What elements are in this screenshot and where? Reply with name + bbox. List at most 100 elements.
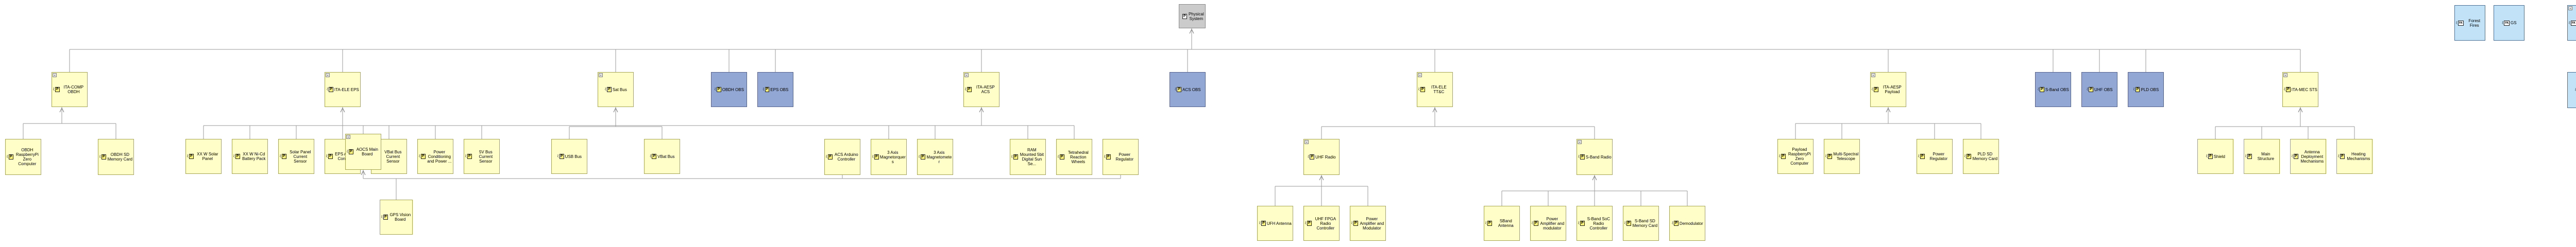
collapse-button[interactable]: - bbox=[599, 73, 603, 78]
node-label: GPS Vision Board bbox=[389, 213, 411, 222]
node-label: ITA-ELE TT&C bbox=[1431, 85, 1447, 94]
node-solar-panel[interactable]: P XX W Solar Panel bbox=[185, 139, 222, 174]
node-uhf-power-amplifier[interactable]: P Power Amplifier and Modulator bbox=[1350, 206, 1386, 241]
physical-component-icon: P bbox=[1624, 221, 1631, 226]
physical-component-icon: P bbox=[605, 87, 612, 92]
physical-component-icon: P bbox=[826, 154, 833, 160]
physical-component-icon: P bbox=[1485, 221, 1492, 226]
node-sband-sd-memory-card[interactable]: P S-Band SD Memory Card bbox=[1623, 206, 1659, 241]
node-pld-obs[interactable]: P PLD OBS bbox=[2128, 72, 2164, 107]
physical-component-icon: P bbox=[1578, 154, 1585, 160]
actor-forest-fires[interactable]: PA Forest Fires bbox=[2454, 5, 2485, 41]
node-payload-power-regulator[interactable]: P Power Regulator bbox=[1917, 139, 1953, 174]
node-label: Main Structure bbox=[2257, 152, 2275, 161]
physical-node-icon: P bbox=[2038, 87, 2044, 92]
node-label: S-Band SoC Radio Controller bbox=[1587, 216, 1611, 231]
node-ita-ele-ttc[interactable]: - P ITA-ELE TT&C bbox=[1417, 72, 1453, 107]
node-physical-system[interactable]: P Physical System bbox=[1179, 4, 1206, 28]
node-ita-aesp-acs[interactable]: - P ITA-AESP ACS bbox=[963, 72, 999, 107]
collapse-button[interactable]: - bbox=[964, 73, 969, 78]
node-label: Power Regulator bbox=[1929, 152, 1948, 161]
node-vbat-bus[interactable]: P VBat Bus bbox=[644, 139, 680, 174]
node-label: Forest Fires bbox=[2468, 18, 2481, 28]
physical-node-icon: P bbox=[715, 87, 721, 92]
node-usb-bus[interactable]: P USB Bus bbox=[551, 139, 587, 174]
node-3-axis-magnetorquers[interactable]: P 3 Axis Magnetorquers bbox=[871, 139, 907, 175]
collapse-button[interactable]: - bbox=[326, 73, 330, 78]
node-label: UFH Antenna bbox=[1266, 221, 1292, 226]
node-s-band-radio[interactable]: - P S-Band Radio bbox=[1577, 139, 1613, 175]
physical-actor-icon: PA bbox=[2502, 20, 2510, 26]
physical-component-icon: P bbox=[965, 87, 972, 92]
node-tetrahedral-reaction-wheels[interactable]: P Tetrahedral Reaction Wheels bbox=[1056, 139, 1092, 175]
node-gps-vision-board[interactable]: P GPS Vision Board bbox=[380, 200, 413, 235]
node-acs-obs[interactable]: P ACS OBS bbox=[1170, 72, 1206, 107]
collapse-button[interactable]: - bbox=[346, 135, 350, 139]
node-label: Power Regulator bbox=[1115, 152, 1134, 162]
node-3-axis-magnetometer[interactable]: P 3 Axis Magnetometer bbox=[917, 139, 953, 175]
node-5v-bus-current-sensor[interactable]: P 5V Bus Current Sensor bbox=[464, 139, 500, 174]
node-aocs-main-board[interactable]: - P AOCS Main Board bbox=[345, 134, 381, 170]
physical-component-icon: P bbox=[1532, 221, 1538, 226]
node-uhf-fpga-radio-controller[interactable]: P UHF FPGA Radio Controller bbox=[1303, 206, 1340, 241]
physical-component-icon: P bbox=[2338, 154, 2345, 159]
node-ita-mec-sts[interactable]: - P ITA-MEC STS bbox=[2282, 72, 2318, 107]
node-heating-mechanisms[interactable]: P Heating Mechanisms bbox=[2336, 139, 2372, 174]
physical-component-icon: P bbox=[99, 154, 106, 160]
node-label: SBand Antenna bbox=[1498, 219, 1514, 228]
actor-gs[interactable]: PA GS bbox=[2494, 5, 2524, 41]
physical-component-icon: P bbox=[1918, 154, 1925, 159]
physical-component-icon: P bbox=[1418, 87, 1425, 92]
node-demodulator[interactable]: P Demodulator bbox=[1669, 206, 1705, 241]
node-acs-arduino-controller[interactable]: P ACS Arduino Controller bbox=[824, 139, 860, 175]
collapse-button[interactable]: - bbox=[2283, 73, 2287, 78]
node-pld-sd-memory-card[interactable]: P PLD SD Memory Card bbox=[1963, 139, 1999, 174]
node-label: S-Band SD Memory Card bbox=[1632, 219, 1658, 228]
node-label: Heating Mechanisms bbox=[2347, 152, 2370, 161]
collapse-button[interactable]: - bbox=[1418, 73, 1422, 78]
node-nicd-battery-pack[interactable]: P XX W Ni-Cd Battery Pack bbox=[232, 139, 268, 174]
node-ita-comp-obdh[interactable]: - P ITA-COMP OBDH bbox=[52, 72, 88, 107]
physical-component-icon: P bbox=[919, 154, 925, 160]
node-sband-soc-radio-controller[interactable]: P S-Band SoC Radio Controller bbox=[1577, 206, 1613, 241]
node-obdh-sd-memory-card[interactable]: P OBDH SD Memory Card bbox=[98, 139, 134, 175]
node-label: Power Conditioning and Power ... bbox=[427, 149, 452, 164]
node-obdh-raspberrypi-zero-computer[interactable]: P OBDH RaspberryPi Zero Computer bbox=[5, 139, 41, 175]
physical-component-icon: P bbox=[233, 154, 240, 159]
node-shield[interactable]: P Shield bbox=[2197, 139, 2233, 174]
node-label: GS bbox=[2511, 21, 2517, 25]
node-main-structure[interactable]: P Main Structure bbox=[2244, 139, 2280, 174]
physical-component-icon: P bbox=[347, 149, 353, 154]
collapse-button[interactable]: - bbox=[1304, 140, 1309, 145]
collapse-button[interactable]: - bbox=[2568, 6, 2572, 11]
node-acs-power-regulator[interactable]: P Power Regulator bbox=[1103, 139, 1139, 175]
node-uhf-obs[interactable]: P UHF OBS bbox=[2081, 72, 2117, 107]
node-sband-power-amplifier[interactable]: P Power Amplifier and modulator bbox=[1530, 206, 1566, 241]
actor-space-environment[interactable]: - PA Space Environment bbox=[2567, 5, 2576, 41]
collapse-button[interactable]: - bbox=[1871, 73, 1875, 78]
node-power-conditioning[interactable]: P Power Conditioning and Power ... bbox=[417, 139, 453, 174]
node-ita-ele-eps[interactable]: - P ITA-ELE EPS bbox=[325, 72, 361, 107]
node-payload-raspberrypi-zero-computer[interactable]: P Payload RaspberryPi Zero Computer bbox=[1777, 139, 1814, 174]
physical-component-icon: P bbox=[326, 154, 333, 159]
node-eps-obs[interactable]: P EPS OBS bbox=[757, 72, 793, 107]
collapse-button[interactable]: - bbox=[53, 73, 57, 78]
node-solar-panel-current-sensor[interactable]: P Solar Panel Current Sensor bbox=[278, 139, 314, 174]
node-sband-antenna[interactable]: P SBand Antenna bbox=[1484, 206, 1520, 241]
collapse-button[interactable]: - bbox=[1578, 140, 1582, 145]
actor-sun[interactable]: PA Sun bbox=[2567, 72, 2576, 108]
node-s-band-obs[interactable]: P S-Band OBS bbox=[2035, 72, 2071, 107]
physical-component-icon: P bbox=[327, 87, 333, 92]
node-ita-aesp-payload[interactable]: - P ITA-AESP Payload bbox=[1870, 72, 1906, 107]
physical-system-icon: P bbox=[1182, 13, 1187, 19]
node-label: 3 Axis Magnetometer bbox=[926, 150, 952, 164]
node-sat-bus[interactable]: - P Sat Bus bbox=[598, 72, 634, 107]
node-antenna-deployment-mechanisms[interactable]: P Antenna Deployment Mechanisms bbox=[2290, 139, 2326, 174]
node-digital-sun-sensor[interactable]: P RAM Mounted 5bit Digital Sun Se... bbox=[1010, 139, 1046, 175]
node-obdh-obs[interactable]: P OBDH OBS bbox=[711, 72, 747, 107]
node-multi-spectral-telescope[interactable]: P Multi-Spectral Telescope bbox=[1824, 139, 1860, 174]
node-uhf-radio[interactable]: - P UHF Radio bbox=[1303, 139, 1340, 175]
node-ufh-antenna[interactable]: P UFH Antenna bbox=[1257, 206, 1293, 241]
physical-component-icon: P bbox=[1351, 221, 1358, 226]
